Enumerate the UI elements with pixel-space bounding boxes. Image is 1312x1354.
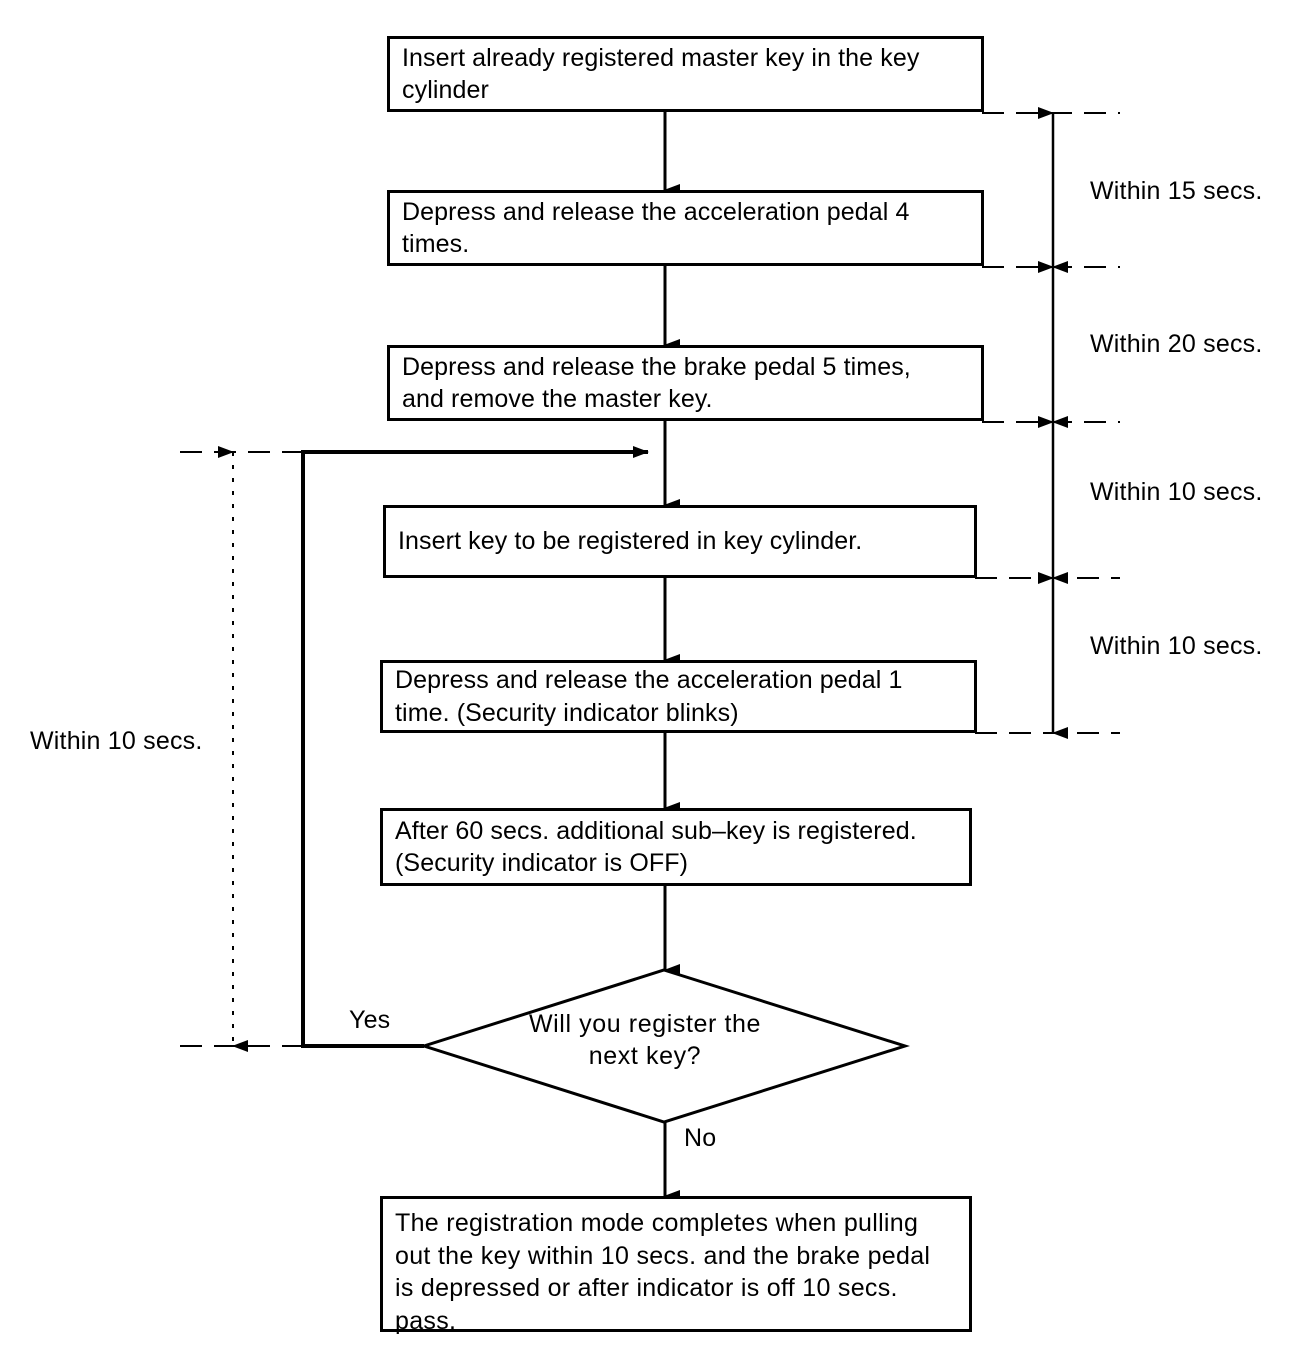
process-text-insert-master-key: Insert already registered master key in … <box>402 43 920 105</box>
process-box-insert-new-key: Insert key to be registered in key cylin… <box>383 505 977 578</box>
process-box-accel-pedal-4: Depress and release the acceleration ped… <box>387 190 984 266</box>
process-text-accel-pedal-1: Depress and release the acceleration ped… <box>395 666 903 727</box>
process-text-accel-pedal-4: Depress and release the acceleration ped… <box>402 197 910 259</box>
process-box-registration-complete: The registration mode completes when pul… <box>380 1196 972 1335</box>
process-text-brake-pedal-5: Depress and release the brake pedal 5 ti… <box>402 352 911 414</box>
timing-label-within-10-secs-b: Within 10 secs. <box>1090 632 1263 660</box>
decision-diamond <box>419 968 910 1124</box>
yes-loopback-path <box>301 446 649 1048</box>
timing-label-within-10-secs-a: Within 10 secs. <box>1090 478 1263 506</box>
timing-label-within-10-secs-loop: Within 10 secs. <box>30 727 203 755</box>
process-box-insert-master-key: Insert already registered master key in … <box>387 36 984 112</box>
process-text-insert-new-key: Insert key to be registered in key cylin… <box>398 527 863 556</box>
timing-label-within-20-secs: Within 20 secs. <box>1090 330 1263 358</box>
process-box-brake-pedal-5: Depress and release the brake pedal 5 ti… <box>387 345 984 421</box>
branch-label-no: No <box>684 1124 717 1152</box>
timing-label-within-15-secs: Within 15 secs. <box>1090 177 1263 205</box>
branch-label-yes: Yes <box>349 1006 391 1034</box>
process-text-sub-key-registered: After 60 secs. additional sub–key is reg… <box>395 816 917 878</box>
process-box-sub-key-registered: After 60 secs. additional sub–key is reg… <box>380 808 972 886</box>
process-text-registration-complete: The registration mode completes when pul… <box>395 1209 931 1335</box>
process-box-accel-pedal-1: Depress and release the acceleration ped… <box>380 660 977 733</box>
decision-label-register-next-key: Will you register the next key? <box>528 1010 762 1070</box>
